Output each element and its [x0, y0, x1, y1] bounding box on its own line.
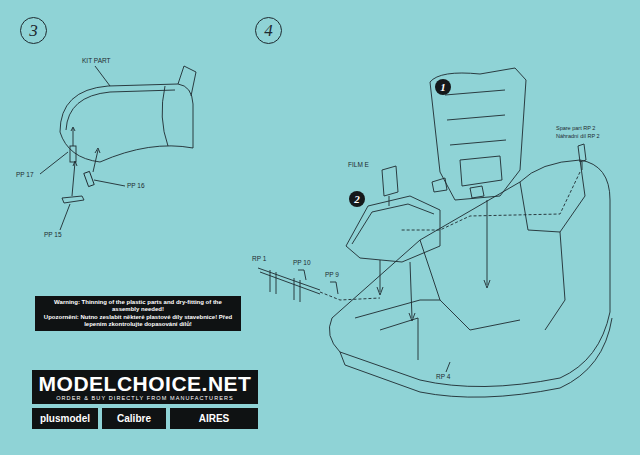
brand-banner-text: MODELCHOICE.NET — [39, 373, 252, 395]
brand-logo: plusmodel — [32, 408, 98, 429]
part-label: Spare part RP 2 — [556, 126, 595, 132]
callout-number-text: 2 — [354, 193, 360, 205]
brand-logo-text: AIRES — [199, 413, 230, 424]
callout-number: 1 — [435, 79, 451, 95]
part-label: PP 16 — [127, 183, 145, 190]
part-label: Náhradní díl RP 2 — [556, 134, 600, 140]
step-number: 4 — [255, 17, 282, 44]
brand-logo: Calibre — [102, 408, 166, 429]
part-label: PP 15 — [44, 232, 62, 239]
part-label: FILM E — [348, 162, 369, 169]
part-label: PP 9 — [325, 272, 339, 279]
brand-banner: MODELCHOICE.NETORDER & BUY DIRECTLY FROM… — [32, 370, 258, 404]
part-label: PP 10 — [293, 260, 311, 267]
part-label: RP 1 — [252, 256, 266, 263]
part-label: PP 17 — [16, 172, 34, 179]
step-number-text: 4 — [264, 21, 273, 41]
part-label: RP 4 — [436, 374, 450, 381]
brand-logo-text: plusmodel — [40, 413, 90, 424]
step-number-text: 3 — [29, 21, 38, 41]
part-label: KIT PART — [82, 58, 111, 65]
step-number: 3 — [20, 17, 47, 44]
brand-logo-text: Calibre — [117, 413, 151, 424]
brand-banner-text: ORDER & BUY DIRECTLY FROM MANUFACTURERS — [56, 395, 234, 402]
brand-logo: AIRES — [170, 408, 258, 429]
warning-box: Warning: Thinning of the plastic parts a… — [35, 296, 241, 331]
callout-number-text: 1 — [440, 81, 446, 93]
callout-number: 2 — [349, 191, 365, 207]
warning-box-text: Warning: Thinning of the plastic parts a… — [40, 299, 236, 313]
warning-box-text: Upozornění: Nutno zeslabit některé plast… — [40, 314, 236, 328]
